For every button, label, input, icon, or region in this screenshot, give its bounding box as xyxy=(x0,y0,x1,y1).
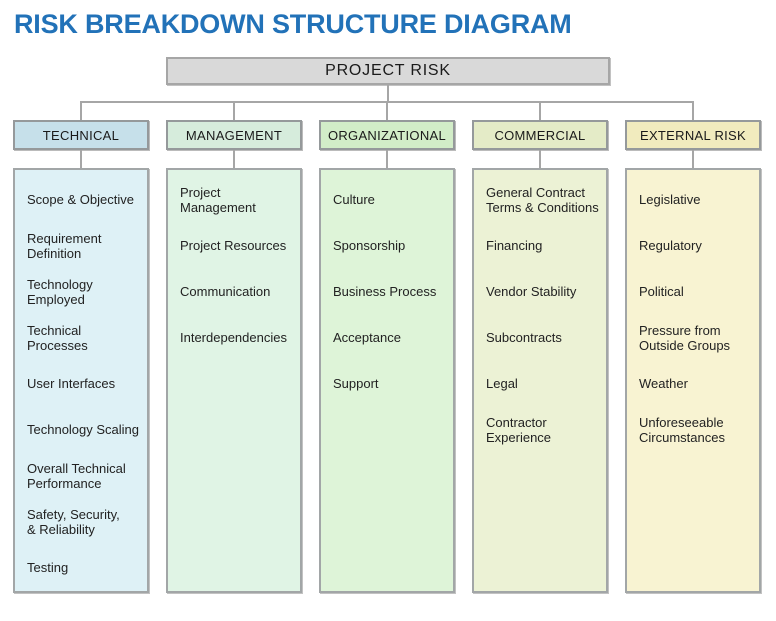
risk-item: Contractor Experience xyxy=(486,414,552,446)
risk-item: Scope & Objective xyxy=(27,192,134,208)
category-header-box: COMMERCIAL xyxy=(472,120,608,150)
risk-item: Unforeseeable Circumstances xyxy=(639,414,725,446)
connector-stub-middle xyxy=(386,150,388,168)
risk-item: Vendor Stability xyxy=(486,284,577,300)
risk-item: Regulatory xyxy=(639,238,702,254)
risk-item: Technology Employed xyxy=(27,276,93,308)
connector-stub-middle xyxy=(539,150,541,168)
risk-item: Political xyxy=(639,284,684,300)
risk-item: Acceptance xyxy=(333,330,401,346)
connector-stub-middle xyxy=(692,150,694,168)
category-header-box: EXTERNAL RISK xyxy=(625,120,761,150)
risk-item: Technology Scaling xyxy=(27,422,140,438)
risk-item: Pressure from Outside Groups xyxy=(639,322,731,354)
category-header-label: COMMERCIAL xyxy=(494,127,586,143)
risk-item: Subcontracts xyxy=(486,330,562,346)
category-header-label: MANAGEMENT xyxy=(185,127,283,143)
risk-item: Communication xyxy=(180,284,271,300)
project-risk-label: PROJECT RISK xyxy=(325,62,451,79)
risk-item: Business Process xyxy=(333,284,437,300)
risk-item: Project Resources xyxy=(180,238,287,254)
risk-item: Culture xyxy=(333,192,375,208)
page-title: RISK BREAKDOWN STRUCTURE DIAGRAM xyxy=(14,9,572,39)
risk-category-column: COMMERCIAL General Contract Terms & Cond… xyxy=(472,101,608,593)
risk-item: Financing xyxy=(486,238,543,254)
risk-item: Sponsorship xyxy=(333,238,406,254)
risk-item: Testing xyxy=(27,560,69,576)
category-header-label: TECHNICAL xyxy=(42,127,120,143)
category-header-box: TECHNICAL xyxy=(13,120,149,150)
category-header-box: MANAGEMENT xyxy=(166,120,302,150)
connector-stub-top xyxy=(233,101,235,120)
connector-stub-middle xyxy=(233,150,235,168)
project-risk-box: PROJECT RISK xyxy=(166,57,610,85)
risk-item: Requirement Definition xyxy=(27,230,102,262)
risk-item: Project Management xyxy=(180,184,256,216)
connector-stub-top xyxy=(80,101,82,120)
risk-item: Overall Technical Performance xyxy=(27,460,126,492)
risk-item: Legislative xyxy=(639,192,701,208)
risk-item: Interdependencies xyxy=(180,330,287,346)
risk-item: User Interfaces xyxy=(27,376,116,392)
risk-item: Legal xyxy=(486,376,518,392)
category-header-label: EXTERNAL RISK xyxy=(639,127,746,143)
risk-item: Weather xyxy=(639,376,688,392)
risk-item: Safety, Security, & Reliability xyxy=(27,506,120,538)
category-header-box: ORGANIZATIONAL xyxy=(319,120,455,150)
category-header-label: ORGANIZATIONAL xyxy=(327,127,447,143)
connector-stub-top xyxy=(386,101,388,120)
risk-item: General Contract Terms & Conditions xyxy=(486,184,599,216)
connector-stub-top xyxy=(692,101,694,120)
risk-item: Technical Processes xyxy=(27,322,88,354)
connector-stub-top xyxy=(539,101,541,120)
connector-stub-middle xyxy=(80,150,82,168)
risk-item: Support xyxy=(333,376,379,392)
connector-riser-line xyxy=(387,85,389,102)
